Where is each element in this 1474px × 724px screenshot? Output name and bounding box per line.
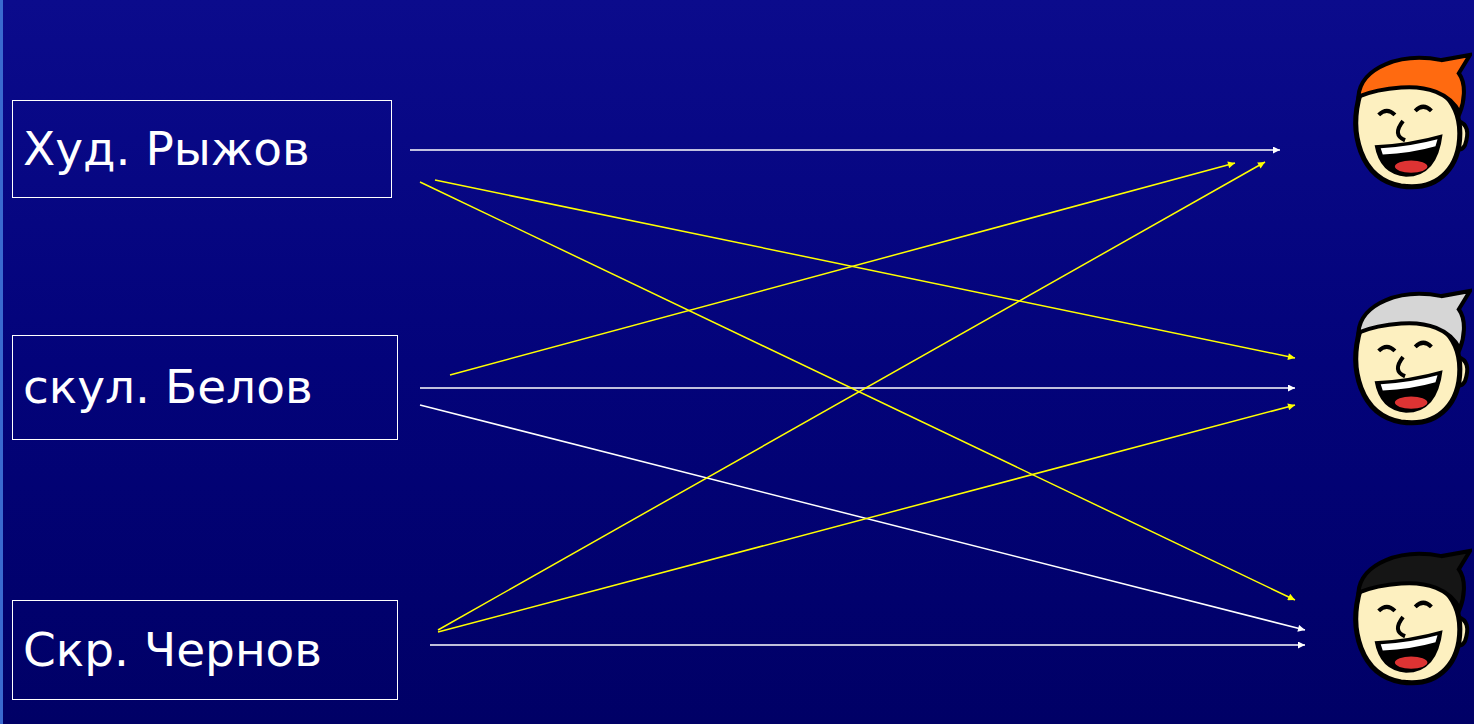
face-red-hair <box>1356 55 1470 187</box>
name-box: скул. Белов <box>12 335 398 440</box>
name-box: Худ. Рыжов <box>12 100 392 198</box>
face-black-hair <box>1356 551 1470 683</box>
person-name: Скр. Чернов <box>23 622 322 678</box>
name-box: Скр. Чернов <box>12 600 398 700</box>
yellow-arrows <box>420 162 1295 632</box>
white-arrows <box>410 150 1305 645</box>
person-name: Худ. Рыжов <box>23 121 310 177</box>
face-grey-hair <box>1356 291 1470 423</box>
person-name: скул. Белов <box>23 359 313 415</box>
edge-strip <box>0 0 3 724</box>
